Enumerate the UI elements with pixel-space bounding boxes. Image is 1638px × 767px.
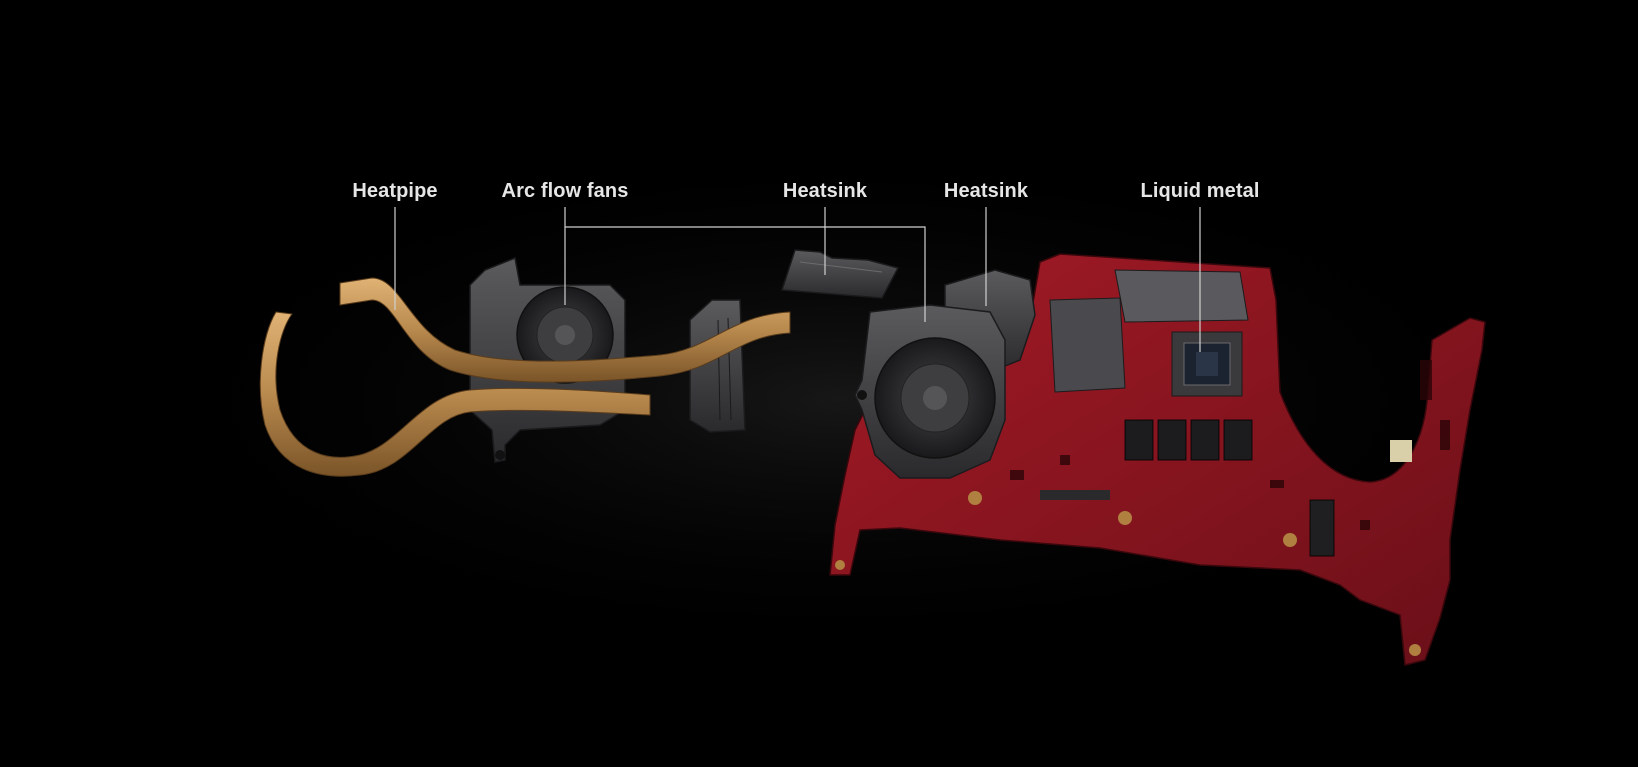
label-heatsink-board: Heatsink <box>943 180 1029 202</box>
label-heatsink-top: Heatsink <box>782 180 868 202</box>
right-fan <box>854 304 1006 479</box>
label-liquid-metal: Liquid metal <box>1140 180 1260 202</box>
floating-heatsink <box>780 249 900 299</box>
label-arc-flow-fans: Arc flow fans <box>501 180 629 202</box>
label-heatpipe: Heatpipe <box>352 180 438 202</box>
leader-lines <box>394 207 1201 352</box>
motherboard <box>829 253 1486 666</box>
heatpipes <box>259 277 791 477</box>
leader-fans <box>564 207 926 322</box>
